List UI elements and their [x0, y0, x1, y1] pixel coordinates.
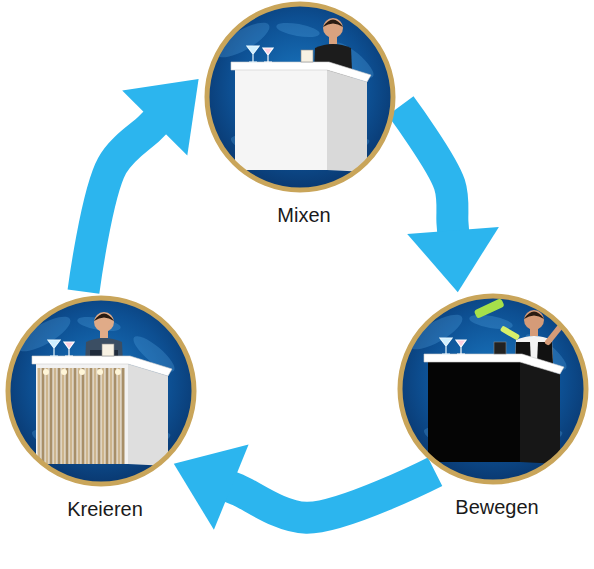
bar-illustration	[203, 0, 397, 194]
circle-photo	[203, 0, 397, 194]
node-label: Kreieren	[4, 497, 206, 521]
circle-photo	[4, 294, 198, 488]
cycle-arrow	[83, 79, 198, 291]
photo-circle-node: Bewegen	[396, 292, 594, 519]
gold-ring	[400, 296, 586, 482]
gold-ring	[207, 4, 393, 190]
cycle-arrow	[174, 445, 435, 530]
arrow-head	[174, 445, 249, 530]
node-label: Bewegen	[396, 495, 594, 519]
photo-circle-node: Kreieren	[4, 294, 206, 521]
arrow-shaft	[228, 472, 436, 518]
arrow-shaft	[83, 120, 157, 291]
node-label: Mixen	[203, 203, 405, 227]
arrow-head	[407, 227, 499, 292]
circle-photo	[396, 292, 590, 486]
photo-circle-node: Mixen	[203, 0, 405, 227]
bar-illustration	[396, 292, 590, 486]
arrow-head	[122, 79, 198, 155]
arrow-shaft	[401, 106, 454, 235]
cycle-arrow	[401, 106, 499, 292]
gold-ring	[8, 298, 194, 484]
bar-illustration	[4, 294, 198, 488]
